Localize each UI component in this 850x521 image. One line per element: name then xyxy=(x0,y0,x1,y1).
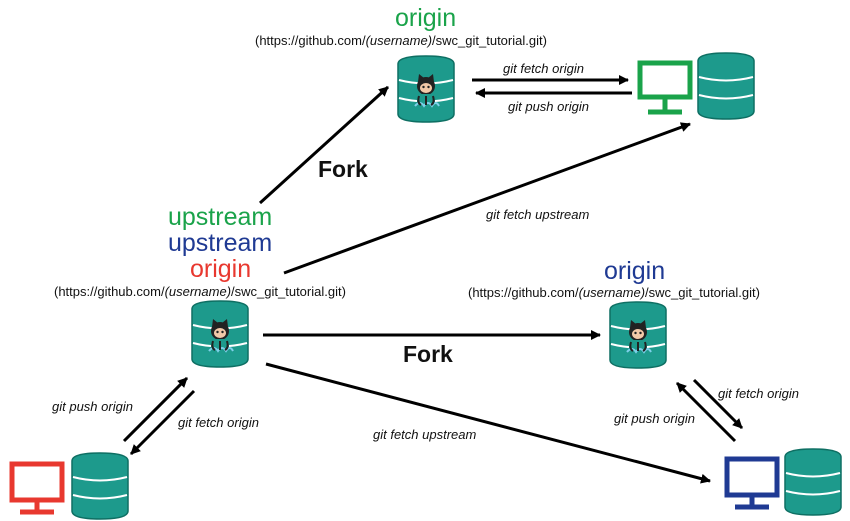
right-remote-url-user: (username) xyxy=(578,285,646,300)
top-remote-url-user: (username) xyxy=(365,33,433,48)
github-database-icon-left xyxy=(192,301,248,367)
left-remote-name-1: upstream xyxy=(168,203,273,231)
github-database-icon-top xyxy=(398,56,454,122)
left-remote-name-2: upstream xyxy=(168,229,273,257)
left-remote-url: (https://github.com/(username)/swc_git_t… xyxy=(54,284,346,299)
github-database-icon-right xyxy=(610,302,666,368)
fetch-upstream-top-label: git fetch upstream xyxy=(486,207,590,222)
left-remote-url-prefix: (https://github.com/ xyxy=(54,284,165,299)
right-remote-url-prefix: (https://github.com/ xyxy=(468,285,579,300)
right-remote-url-suffix: /swc_git_tutorial.git) xyxy=(645,285,760,300)
left-push-origin-label: git push origin xyxy=(52,399,133,414)
top-push-origin-label: git push origin xyxy=(508,99,589,114)
fetch-upstream-bottom-arrow xyxy=(265,362,711,484)
top-fetch-origin-label: git fetch origin xyxy=(503,61,584,76)
right-remote-name: origin xyxy=(604,257,666,285)
left-push-origin-arrow xyxy=(122,376,189,443)
computer-database-icon-right xyxy=(724,448,842,516)
left-remote-name-3: origin xyxy=(190,255,252,283)
fork-top-label: Fork xyxy=(318,156,368,182)
top-remote-url-suffix: /swc_git_tutorial.git) xyxy=(432,33,547,48)
right-fetch-origin-label: git fetch origin xyxy=(718,386,799,401)
top-remote-name: origin xyxy=(395,4,457,32)
top-remote-url: (https://github.com/(username)/swc_git_t… xyxy=(255,33,547,48)
computer-database-icon-left xyxy=(9,452,129,520)
left-fetch-origin-label: git fetch origin xyxy=(178,415,259,430)
fetch-upstream-bottom-label: git fetch upstream xyxy=(373,427,477,442)
fork-right-label: Fork xyxy=(403,341,453,367)
right-push-origin-arrow xyxy=(675,381,737,443)
top-remote-url-prefix: (https://github.com/ xyxy=(255,33,366,48)
right-fetch-origin-arrow xyxy=(692,378,744,430)
computer-database-icon-top xyxy=(637,52,755,120)
left-fetch-origin-arrow xyxy=(129,389,196,456)
right-push-origin-label: git push origin xyxy=(614,411,695,426)
fetch-upstream-top-arrow xyxy=(283,122,691,275)
left-remote-url-user: (username) xyxy=(164,284,232,299)
right-remote-url: (https://github.com/(username)/swc_git_t… xyxy=(468,285,760,300)
left-remote-url-suffix: /swc_git_tutorial.git) xyxy=(231,284,346,299)
fork-top-arrow xyxy=(258,85,390,205)
